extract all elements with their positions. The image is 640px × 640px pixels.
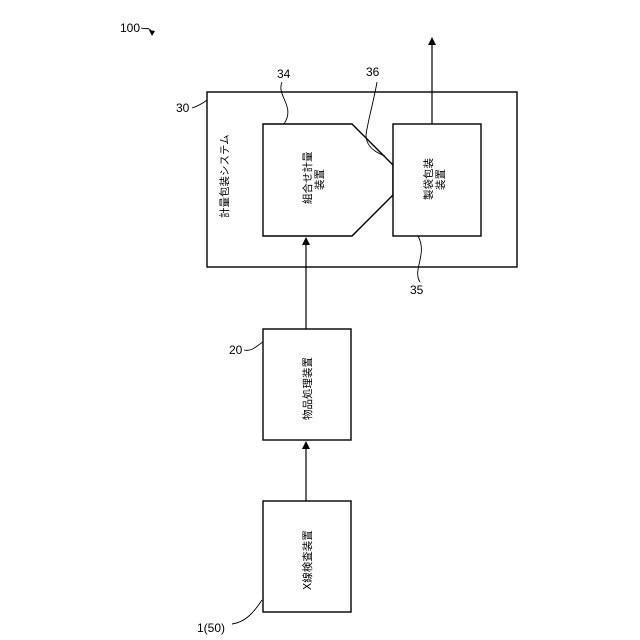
bag-packaging-label-line2: 装置 xyxy=(434,169,447,190)
article-processing-ref-label: 20 xyxy=(229,343,243,357)
xray-inspection-ref-leader xyxy=(232,600,262,624)
bag-packaging-ref-label: 35 xyxy=(410,283,424,297)
figure-ref-arrow-icon xyxy=(149,30,155,36)
system-label: 計量包装システム xyxy=(218,134,231,218)
system-ref-label: 30 xyxy=(176,101,190,115)
combination-weigher-label-line1: 組合せ計量 xyxy=(301,151,314,204)
chute-ref-label: 36 xyxy=(366,65,380,79)
article-processing-ref-leader xyxy=(244,342,263,350)
xray-inspection-ref-label: 1(50) xyxy=(197,621,225,635)
system-ref-leader xyxy=(192,100,207,108)
combination-weigher-label-line2: 装置 xyxy=(313,169,326,190)
article-processing-label: 物品処理装置 xyxy=(301,357,314,420)
figure-ref-label: 100 xyxy=(120,21,140,35)
bag-packaging-label-line1: 製袋包装 xyxy=(422,158,435,200)
xray-inspection-label: X線検査装置 xyxy=(301,530,314,590)
combination-weigher-ref-label: 34 xyxy=(277,67,291,81)
